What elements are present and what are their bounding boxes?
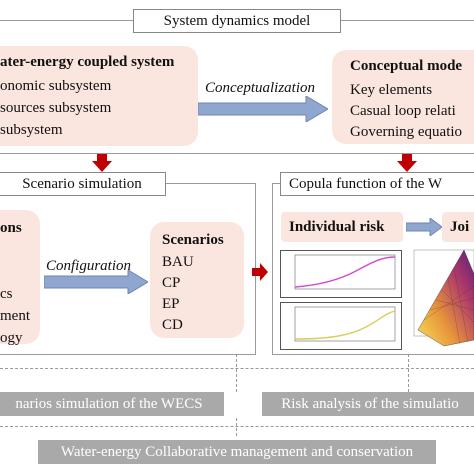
collaborative-management-box: Water-energy Collaborative management an… — [38, 440, 436, 464]
left-inner-item-1: cs — [0, 286, 13, 302]
scenario-cp: CP — [162, 275, 181, 291]
conceptual-item-1: Key elements — [350, 82, 433, 98]
individual-risk-label: Individual risk — [289, 219, 385, 235]
copula-title: Copula function of the W — [280, 172, 474, 196]
individual-risk-plot-bottom — [280, 302, 402, 350]
dash-connector-right — [408, 354, 409, 392]
coupled-system-box: ater-energy coupled system onomic subsys… — [0, 46, 198, 146]
plot-bottom-svg — [294, 306, 396, 342]
individual-risk-box: Individual risk — [281, 212, 403, 242]
scenario-simulation-title: Scenario simulation — [0, 172, 166, 196]
surface-svg — [413, 249, 474, 347]
conceptualization-label: Conceptualization — [205, 80, 315, 96]
plot-top-svg — [294, 254, 396, 290]
scenario-cd: CD — [162, 317, 183, 333]
left-inner-title: ons — [0, 220, 22, 236]
joint-risk-box: Joi — [442, 212, 474, 242]
coupled-item-2: sources subsystem — [0, 100, 112, 116]
red-down-arrow-right — [397, 154, 417, 172]
system-dynamics-title: System dynamics model — [133, 9, 341, 33]
conceptual-model-title: Conceptual mode — [350, 58, 463, 74]
configuration-arrow — [44, 270, 148, 294]
conceptual-item-2: Casual loop relati — [350, 103, 456, 119]
dash-connector-bottom — [0, 426, 474, 427]
coupled-item-1: onomic subsystem — [0, 78, 112, 94]
risk-analysis-box: Risk analysis of the simulatio — [262, 392, 474, 416]
red-down-arrow-left — [92, 154, 112, 172]
left-inner-box: ons cs ment ogy — [0, 210, 40, 346]
configuration-label: Configuration — [46, 258, 132, 274]
risk-arrow — [406, 218, 442, 236]
left-inner-item-3: ogy — [0, 330, 23, 346]
left-inner-item-2: ment — [0, 308, 30, 324]
joint-risk-label: Joi — [450, 219, 470, 235]
individual-risk-plot-top — [280, 250, 402, 298]
scenario-ep: EP — [162, 296, 180, 312]
dash-connector-top — [0, 368, 474, 369]
scenarios-title: Scenarios — [162, 232, 224, 248]
scenarios-box: Scenarios BAU CP EP CD — [150, 222, 244, 338]
conceptual-model-box: Conceptual mode Key elements Casual loop… — [332, 50, 474, 144]
scenarios-simulation-wecs-box: narios simulation of the WECS — [0, 392, 224, 416]
red-right-arrow — [252, 263, 268, 281]
joint-risk-surface-plot — [404, 246, 474, 350]
conceptual-item-3: Governing equatio — [350, 124, 463, 140]
dash-connector-down — [236, 418, 237, 436]
coupled-item-3: subsystem — [0, 122, 63, 138]
conceptualization-arrow — [198, 96, 328, 122]
coupled-system-title: ater-energy coupled system — [0, 54, 175, 70]
dash-connector-center — [236, 354, 237, 392]
scenario-bau: BAU — [162, 254, 194, 270]
